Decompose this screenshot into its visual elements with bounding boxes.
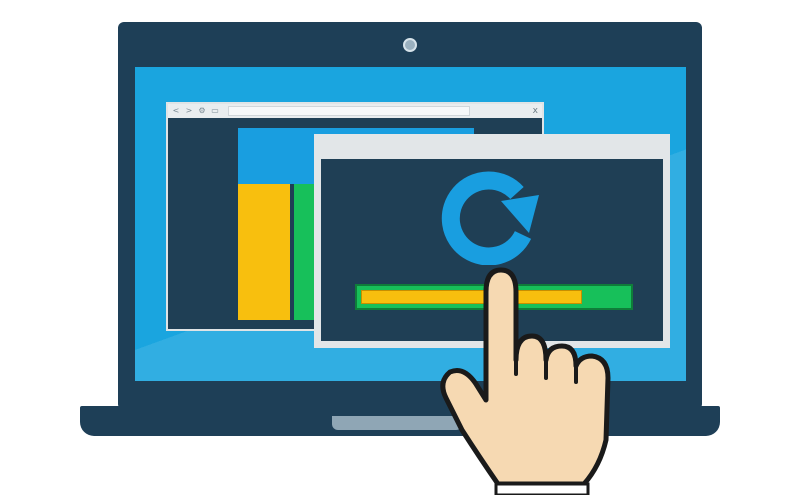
address-bar[interactable] (228, 106, 470, 116)
webcam-icon (403, 38, 417, 52)
forward-arrow-icon[interactable]: > (185, 106, 193, 115)
settings-icon[interactable]: ⚙ (198, 106, 206, 115)
progress-bar-fill (361, 290, 582, 304)
back-arrow-icon[interactable]: < (172, 106, 180, 115)
browser-titlebar: < > ⚙ ▭ x (168, 104, 542, 118)
content-block-yellow (238, 184, 290, 320)
close-button[interactable]: x (532, 106, 538, 116)
laptop-hinge-notch (332, 416, 462, 430)
tabs-icon[interactable]: ▭ (211, 106, 219, 115)
refresh-icon[interactable] (431, 165, 549, 265)
pointing-hand-icon (440, 267, 611, 495)
